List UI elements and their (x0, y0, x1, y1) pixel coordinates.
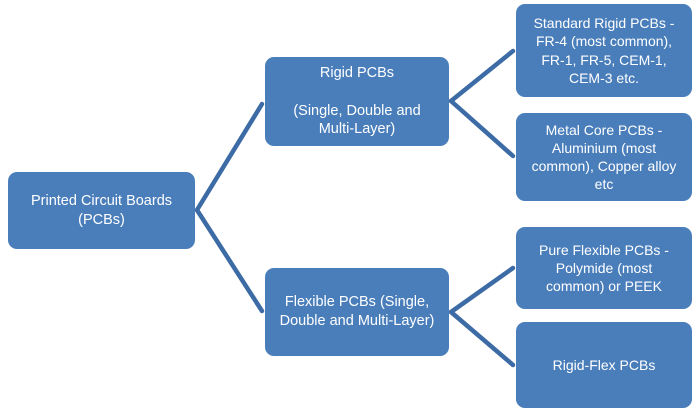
edge-rigid-to-metal-core (448, 98, 516, 159)
node-metal-core-pcbs[interactable]: Metal Core PCBs - Aluminium (most common… (516, 113, 692, 201)
node-rigid-flex-pcbs[interactable]: Rigid-Flex PCBs (516, 322, 692, 408)
edge-flexible-to-rigid-flex (448, 309, 516, 368)
node-label: Standard Rigid PCBs - FR-4 (most common)… (533, 15, 675, 86)
node-label: Metal Core PCBs - Aluminium (most common… (531, 121, 677, 193)
node-standard-rigid-pcbs[interactable]: Standard Rigid PCBs - FR-4 (most common)… (516, 4, 692, 97)
node-label: Rigid PCBs (Single, Double and Multi-Lay… (293, 64, 421, 138)
node-printed-circuit-boards[interactable]: Printed Circuit Boards (PCBs) (8, 172, 195, 249)
node-label: Flexible PCBs (Single, Double and Multi-… (279, 294, 435, 329)
node-label: Printed Circuit Boards (PCBs) (30, 192, 173, 228)
edge-flexible-to-pure-flexible (448, 265, 516, 315)
edge-root-to-flexible (194, 207, 265, 314)
node-rigid-pcbs[interactable]: Rigid PCBs (Single, Double and Multi-Lay… (265, 57, 449, 146)
edge-rigid-to-standard-rigid (448, 48, 516, 104)
edge-root-to-rigid (194, 101, 265, 213)
node-flexible-pcbs[interactable]: Flexible PCBs (Single, Double and Multi-… (265, 268, 449, 356)
node-label: Pure Flexible PCBs - Polymide (most comm… (539, 241, 669, 295)
node-label: Rigid-Flex PCBs (552, 356, 656, 373)
node-pure-flexible-pcbs[interactable]: Pure Flexible PCBs - Polymide (most comm… (516, 227, 692, 309)
